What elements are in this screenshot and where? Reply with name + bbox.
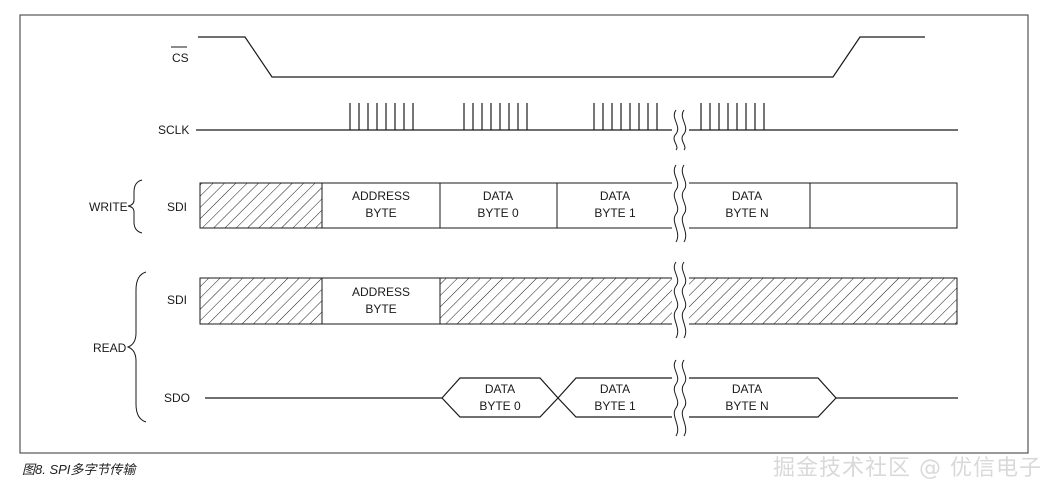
write-break-gap [672, 181, 689, 230]
sdo-data-byte-1-to-n [557, 377, 837, 418]
figure-caption: 图8. SPI多字节传输 [22, 462, 136, 477]
sclk-label: SCLK [158, 123, 189, 137]
write-sdi-data-byte-1 [556, 182, 958, 229]
sclk-break-mark [673, 109, 687, 151]
sdo-dataN-line1: DATA [732, 382, 762, 396]
sdo-dataN-line2: BYTE N [725, 399, 768, 413]
read-address-line2: BYTE [365, 302, 396, 316]
sdo-label: SDO [164, 391, 190, 405]
write-address-line2: BYTE [365, 206, 396, 220]
write-break-mark [673, 164, 687, 243]
read-sdi-break-gap [672, 276, 689, 326]
write-address-line1: ADDRESS [352, 189, 410, 203]
write-sdi-address-byte [321, 182, 441, 229]
read-group-label: READ [93, 341, 127, 355]
write-dataN-line1: DATA [732, 189, 762, 203]
sdo-break-gap [672, 375, 689, 420]
write-data1-line1: DATA [600, 189, 630, 203]
sdo-data1-line1: DATA [600, 382, 630, 396]
read-sdi-break-mark [673, 261, 687, 339]
write-sdi-dont-care [199, 182, 323, 229]
read-brace [126, 271, 147, 423]
read-sdi-address-byte [321, 277, 441, 325]
sclk-pulses-group-2 [463, 103, 528, 130]
write-data1-line2: BYTE 1 [594, 206, 636, 220]
write-group-label: WRITE [89, 200, 128, 214]
cs-label: CS [172, 51, 189, 65]
read-sdi-label: SDI [167, 293, 187, 307]
write-data0-line1: DATA [483, 189, 513, 203]
write-dataN-line2: BYTE N [725, 206, 768, 220]
diagram-frame [19, 14, 1029, 454]
sclk-pulses-group-4 [700, 103, 765, 130]
read-sdi-dont-care-rest [439, 277, 958, 325]
sdo-data1-line2: BYTE 1 [594, 399, 636, 413]
write-data0-line2: BYTE 0 [477, 206, 519, 220]
watermark-text: 掘金技术社区 @ 优信电子 [773, 456, 1042, 481]
sdo-break-mark [673, 359, 687, 437]
write-brace [127, 179, 143, 234]
write-sdi-label: SDI [167, 200, 187, 214]
read-address-line1: ADDRESS [352, 285, 410, 299]
cs-waveform [198, 36, 925, 78]
write-sdi-data-byte-0 [439, 182, 558, 229]
sdo-data0-line2: BYTE 0 [479, 399, 521, 413]
read-sdi-dont-care-start [199, 277, 323, 325]
sdo-data0-line1: DATA [485, 382, 515, 396]
sclk-pulses-group-3 [593, 103, 658, 130]
sclk-pulses-group-1 [349, 103, 414, 130]
